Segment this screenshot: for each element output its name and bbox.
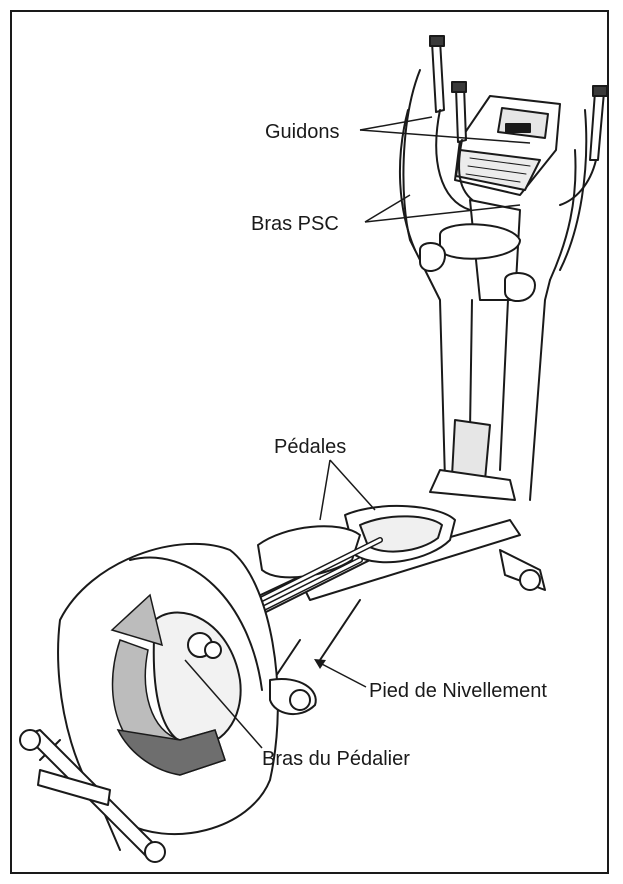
- leader-guidons-right: [359, 129, 531, 144]
- label-bras-du-pedalier: Bras du Pédalier: [262, 748, 410, 770]
- label-bras-psc: Bras PSC: [251, 213, 339, 235]
- console: [454, 95, 561, 196]
- leader-pied: [317, 661, 367, 688]
- leader-psc-right: [364, 204, 521, 223]
- leader-pedales-right: [329, 459, 376, 511]
- curved-arrow-icon: [110, 593, 226, 776]
- label-pedales: Pédales: [274, 436, 347, 458]
- leader-arrowhead: [314, 659, 326, 669]
- label-guidons: Guidons: [265, 121, 340, 143]
- psc-arms: [398, 69, 588, 501]
- leader-psc-left: [364, 194, 411, 223]
- leader-lines: [184, 116, 531, 749]
- label-pied-de-nivellement: Pied de Nivellement: [369, 680, 547, 702]
- rear-stabilizer: [19, 729, 166, 863]
- leader-guidons-left: [359, 116, 433, 131]
- leader-pedales-left: [319, 459, 331, 521]
- handlebars: [429, 35, 608, 211]
- leader-bras-pedalier: [184, 659, 263, 749]
- upright-post: [419, 199, 536, 501]
